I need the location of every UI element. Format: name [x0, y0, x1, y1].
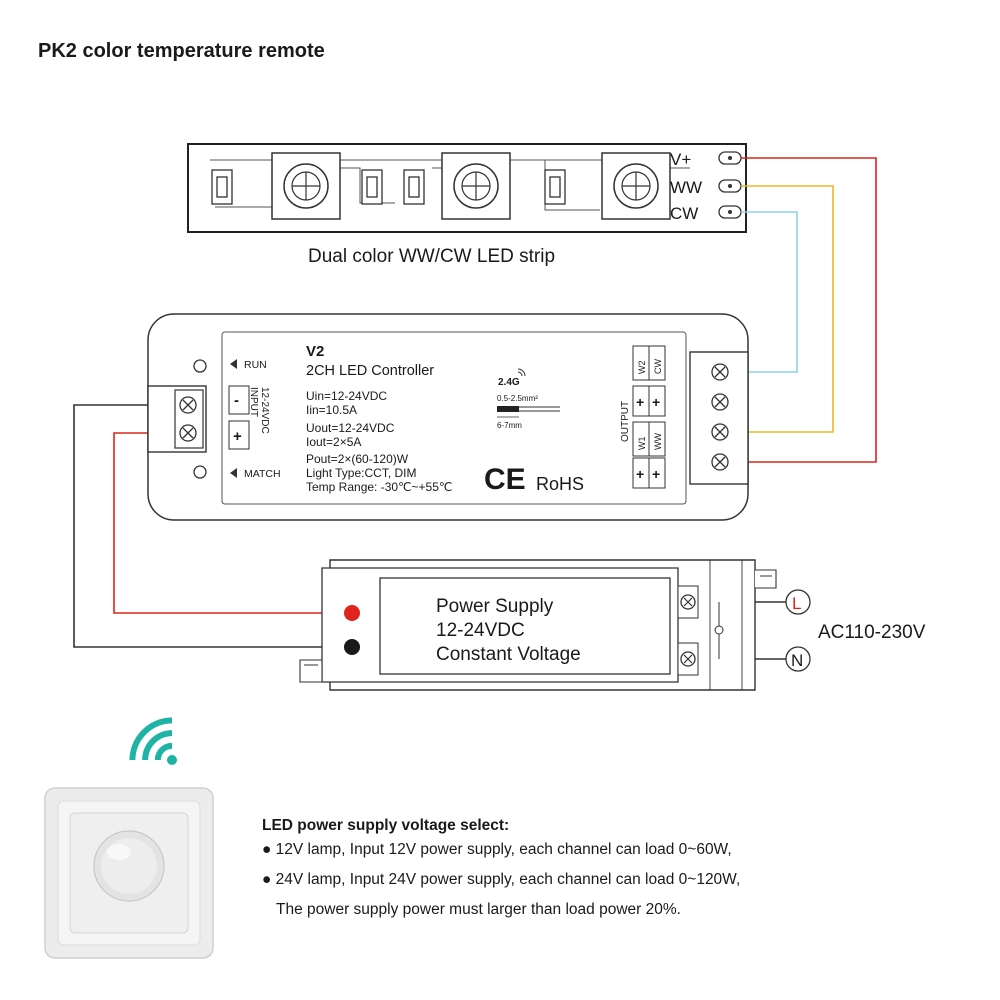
strip-terminal-ww: WW	[670, 178, 702, 197]
solder-pad	[718, 151, 742, 165]
svg-text:N: N	[791, 651, 803, 670]
run-label: RUN	[244, 359, 267, 371]
controller-name: 2CH LED Controller	[306, 363, 434, 379]
dc-positive-terminal	[344, 605, 360, 621]
spec-temp-range: Temp Range: -30℃~+55℃	[306, 480, 452, 494]
output-plus-3: +	[636, 466, 644, 482]
rohs-mark: RoHS	[536, 474, 584, 494]
dc-negative-terminal	[344, 639, 360, 655]
strip-terminal-cw: CW	[670, 204, 698, 223]
led-chip	[271, 152, 341, 220]
strip-length-label: 6-7mm	[497, 421, 522, 430]
wire-strip-icon	[497, 406, 560, 418]
power-supply-voltage: 12-24VDC	[436, 620, 525, 641]
wifi-signal-icon	[129, 717, 177, 765]
controller-model: V2	[306, 343, 324, 360]
output-plus-2: +	[652, 394, 660, 410]
power-supply-title: Power Supply	[436, 596, 554, 617]
red-wire	[724, 157, 877, 463]
input-black-wire	[73, 404, 352, 648]
led-strip: V+ WW CW	[187, 143, 747, 233]
output-w2-label: W2	[637, 361, 647, 375]
notes-item-12v: ● 12V lamp, Input 12V power supply, each…	[262, 841, 732, 858]
spec-uin: Uin=12-24VDC	[306, 389, 387, 403]
input-minus-sign: -	[234, 392, 239, 409]
input-plus-sign: +	[233, 428, 242, 445]
output-screw	[711, 363, 729, 381]
resistor	[361, 169, 383, 205]
spec-iin: Iin=10.5A	[306, 403, 357, 417]
match-label: MATCH	[244, 468, 281, 480]
notes-heading: LED power supply voltage select:	[262, 817, 510, 834]
output-w1-label: W1	[637, 437, 647, 451]
notes-continuation: The power supply power must larger than …	[276, 901, 681, 918]
output-screw	[711, 453, 729, 471]
ac-screw-neutral	[680, 651, 696, 667]
spec-iout: Iout=2×5A	[306, 435, 361, 449]
output-plus-1: +	[636, 394, 644, 410]
led-chip	[441, 152, 511, 220]
blue-wire	[724, 211, 798, 373]
resistor	[211, 169, 233, 205]
page-title: PK2 color temperature remote	[38, 40, 325, 62]
led-chip	[601, 152, 671, 220]
power-supply-type: Constant Voltage	[436, 644, 581, 665]
live-marker: L	[785, 589, 811, 615]
input-screw-plus	[179, 424, 197, 442]
neutral-marker: N	[785, 646, 811, 672]
output-label: OUTPUT	[620, 401, 631, 442]
wall-dimmer-remote	[44, 787, 214, 959]
output-cw-label: CW	[653, 359, 663, 374]
controller: RUN MATCH - + INPUT 12-24VDC V2 2CH LED …	[147, 313, 749, 521]
strip-terminal-vplus: V+	[670, 150, 691, 169]
solder-pad	[718, 205, 742, 219]
spec-uout: Uout=12-24VDC	[306, 421, 395, 435]
output-screw	[711, 423, 729, 441]
wireless-label: 2.4G	[498, 377, 520, 388]
output-screw	[711, 393, 729, 411]
solder-pad	[718, 179, 742, 193]
power-supply: Power Supply 12-24VDC Constant Voltage	[299, 559, 777, 691]
spec-pout: Pout=2×(60-120)W	[306, 452, 409, 466]
input-screw-minus	[179, 396, 197, 414]
svg-text:L: L	[792, 594, 801, 613]
yellow-wire	[724, 185, 834, 433]
output-plus-4: +	[652, 466, 660, 482]
ce-mark: CE	[484, 463, 526, 496]
resistor	[544, 169, 566, 205]
wire-gauge-label: 0.5-2.5mm²	[497, 394, 538, 403]
spec-light-type: Light Type:CCT, DIM	[306, 466, 416, 480]
resistor	[403, 169, 425, 205]
wireless-mini-icon	[517, 368, 526, 377]
ac-voltage-label: AC110-230V	[818, 622, 926, 643]
notes-item-24v: ● 24V lamp, Input 24V power supply, each…	[262, 871, 741, 888]
input-voltage-label: 12-24VDC	[259, 387, 270, 434]
led-strip-caption: Dual color WW/CW LED strip	[308, 246, 555, 267]
output-ww-label: WW	[653, 433, 663, 450]
ac-screw-live	[680, 594, 696, 610]
input-label: INPUT	[248, 387, 259, 417]
voltage-notes: LED power supply voltage select: ● 12V l…	[262, 818, 962, 932]
